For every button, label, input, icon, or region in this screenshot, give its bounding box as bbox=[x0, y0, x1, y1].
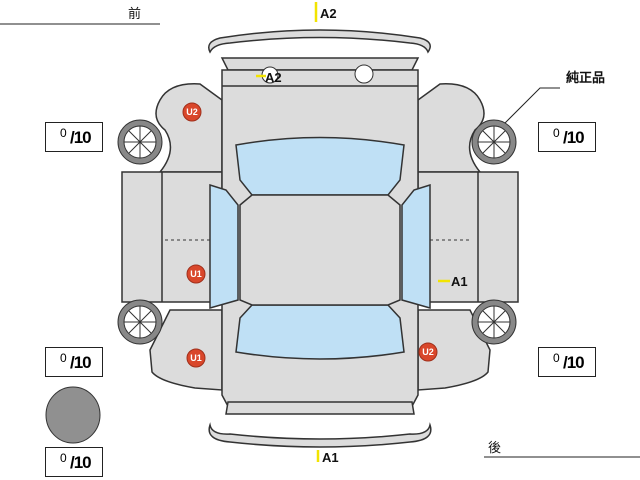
svg-text:U1: U1 bbox=[190, 269, 202, 279]
front-bumper[interactable] bbox=[208, 29, 431, 54]
front-right-tire-score: 0/10 bbox=[538, 122, 596, 152]
svg-text:U1: U1 bbox=[190, 353, 202, 363]
score-max: /10 bbox=[563, 128, 585, 147]
score-value: 0 bbox=[60, 451, 67, 465]
svg-text:U2: U2 bbox=[186, 107, 198, 117]
front-grille bbox=[220, 57, 420, 71]
rear-label: 後 bbox=[488, 441, 501, 456]
rear-window[interactable] bbox=[235, 304, 405, 360]
rear-right-tire-score: 0/10 bbox=[538, 347, 596, 377]
spare-tire-score: 0/10 bbox=[45, 447, 103, 477]
badge-rear-left[interactable]: U1 bbox=[186, 348, 206, 368]
mark-front-bumper[interactable]: A2 bbox=[320, 6, 337, 21]
wheel-icon bbox=[117, 299, 163, 345]
spare-tire-icon bbox=[45, 386, 101, 444]
front-label: 前 bbox=[128, 6, 141, 22]
wheel-icon bbox=[471, 299, 517, 345]
front-left-fender[interactable] bbox=[155, 83, 223, 173]
genuine-label: 純正品 bbox=[566, 70, 605, 86]
score-value: 0 bbox=[553, 126, 560, 140]
mark-hood-front[interactable]: A2 bbox=[265, 70, 282, 85]
score-max: /10 bbox=[563, 353, 585, 372]
windshield[interactable] bbox=[235, 136, 405, 196]
rear-bumper[interactable] bbox=[208, 422, 432, 448]
mark-right-side[interactable]: A1 bbox=[451, 274, 468, 289]
score-value: 0 bbox=[60, 126, 67, 140]
mark-rear-bumper[interactable]: A1 bbox=[322, 450, 339, 465]
headlight-right bbox=[354, 64, 374, 84]
score-max: /10 bbox=[70, 453, 92, 472]
score-max: /10 bbox=[70, 353, 92, 372]
score-max: /10 bbox=[70, 128, 92, 147]
badge-rear-right[interactable]: U2 bbox=[418, 342, 438, 362]
wheel-icon bbox=[117, 119, 163, 165]
front-left-tire-score: 0/10 bbox=[45, 122, 103, 152]
score-value: 0 bbox=[553, 351, 560, 365]
badge-left-side[interactable]: U1 bbox=[186, 264, 206, 284]
svg-text:U2: U2 bbox=[422, 347, 434, 357]
rear-left-tire-score: 0/10 bbox=[45, 347, 103, 377]
wheel-icon bbox=[471, 119, 517, 165]
wheels bbox=[117, 119, 517, 345]
genuine-leader-line bbox=[499, 87, 560, 129]
left-side-panel[interactable] bbox=[121, 171, 223, 303]
right-side-panel[interactable] bbox=[417, 171, 519, 303]
badge-front-left[interactable]: U2 bbox=[182, 102, 202, 122]
roof[interactable] bbox=[239, 194, 401, 306]
front-right-fender[interactable] bbox=[417, 83, 485, 173]
left-side-window[interactable] bbox=[209, 183, 239, 309]
score-value: 0 bbox=[60, 351, 67, 365]
right-side-window[interactable] bbox=[401, 183, 431, 309]
